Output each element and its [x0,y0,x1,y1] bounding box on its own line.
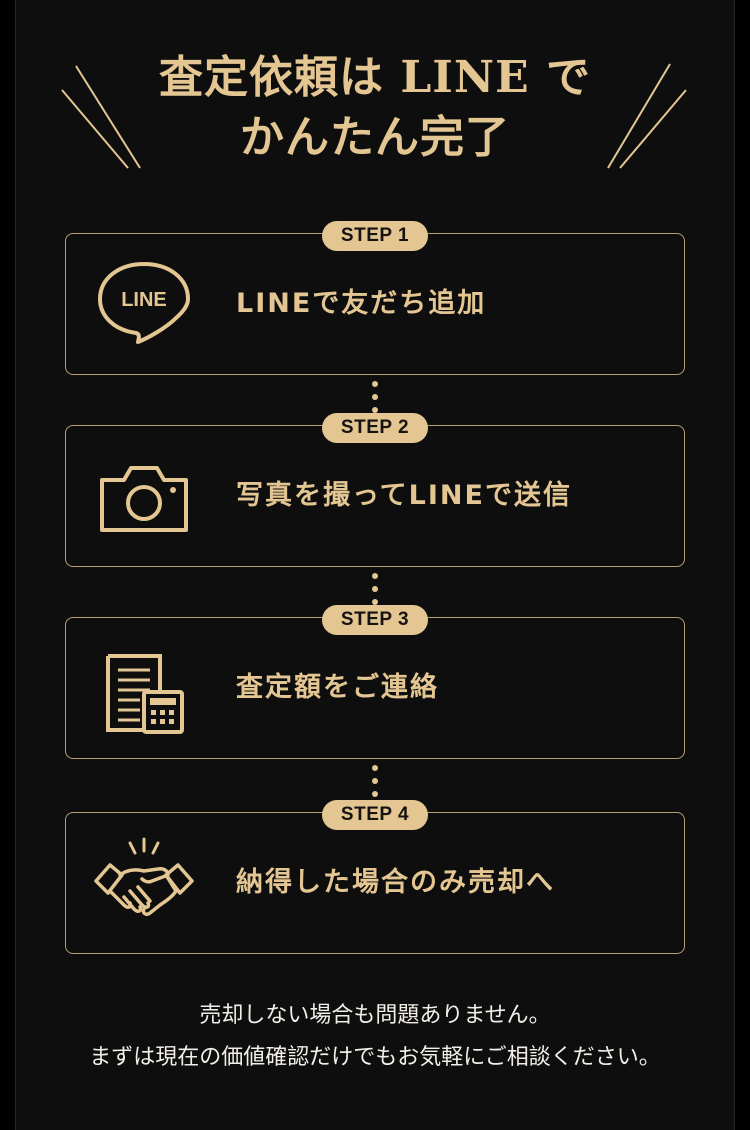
step-badge-1: STEP 1 [322,221,428,251]
step-badge-3: STEP 3 [322,605,428,635]
step-badge-4: STEP 4 [322,800,428,830]
step-label-4: 納得した場合のみ売却へ [236,867,555,898]
page-title: 査定依頼は LINE で かんたん完了 [0,48,750,168]
camera-icon [100,466,188,532]
step-card-2: 写真を撮ってLINEで送信 [65,425,685,567]
page-title-line-1: 査定依頼は LINE で [159,52,591,103]
step-connector-1 [372,381,378,420]
step-label-2: 写真を撮ってLINEで送信 [236,480,572,511]
line-logo-text: LINE [121,289,167,311]
page-title-line-2: かんたん完了 [240,112,510,163]
step-label-1: LINEで友だち追加 [236,288,487,319]
decorative-lines-right [607,63,687,169]
step-badge-2: STEP 2 [322,413,428,443]
step-card-4: 納得した場合のみ売却へ [65,812,685,954]
step-connector-3 [372,765,378,804]
handshake-icon [94,837,194,916]
footer-message: 売却しない場合も問題ありません。 まずは現在の価値確認だけでもお気軽にご相談くだ… [0,995,750,1079]
step-label-3: 査定額をご連絡 [236,672,439,703]
decorative-lines-left [61,65,141,169]
step-card-1: LINE LINEで友だち追加 [65,233,685,375]
step-connector-2 [372,573,378,612]
step-card-3: 査定額をご連絡 [65,617,685,759]
line-logo-icon: LINE [98,262,190,344]
footer-line-2: まずは現在の価値確認だけでもお気軽にご相談ください。 [89,1045,661,1070]
document-calculator-icon [106,654,184,734]
footer-line-1: 売却しない場合も問題ありません。 [199,1003,551,1028]
